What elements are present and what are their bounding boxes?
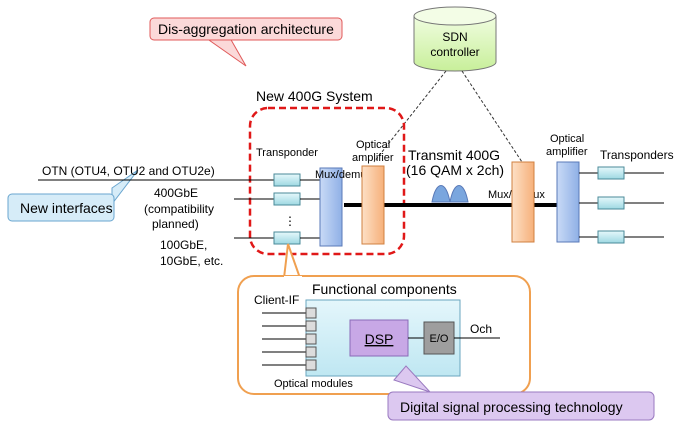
transponder-to-mux-lines — [300, 179, 320, 239]
gbe400-label-2: (compatibility — [144, 202, 214, 216]
callout-dsp-technology-text: Digital signal processing technology — [400, 399, 623, 415]
callout-disaggregation: Dis-aggregation architecture — [149, 17, 343, 67]
transmit-label-2: (16 QAM x 2ch) — [406, 162, 504, 178]
gbe400-label-3: planned) — [152, 217, 199, 231]
transponder-right-3 — [597, 230, 625, 244]
transponder-right-2 — [597, 196, 625, 210]
optical-amp-left — [361, 165, 385, 245]
sdn-label-line1: SDN — [442, 30, 467, 44]
eo-label: E/O — [430, 333, 449, 345]
transponder-400gbe — [273, 192, 301, 206]
mux-demux-left — [319, 167, 343, 247]
gbe100-label-1: 100GbE, — [160, 238, 207, 252]
sdn-label-line2: controller — [430, 45, 479, 59]
client-if-label: Client-IF — [254, 293, 299, 307]
sdn-controller: SDN controller — [413, 6, 497, 72]
mux-demux-right — [511, 161, 535, 243]
callout-disaggregation-text: Dis-aggregation architecture — [158, 21, 334, 37]
sdn-control-lines — [373, 70, 523, 163]
right-transponders — [597, 166, 625, 244]
optical-amp-left-label-1: Optical — [356, 139, 390, 151]
client-lines — [38, 179, 274, 239]
callout-new-interfaces-text: New interfaces — [20, 200, 113, 216]
system-title: New 400G System — [256, 88, 373, 104]
otn-label: OTN (OTU4, OTU2 and OTU2e) — [42, 164, 215, 178]
transponder-label: Transponder — [256, 147, 318, 159]
optical-amp-right-label-2: amplifier — [546, 146, 588, 158]
functional-title: Functional components — [312, 281, 457, 297]
optical-amp-left-label-2: amplifier — [352, 152, 394, 164]
optical-module-ports — [305, 307, 317, 371]
gbe400-label-1: 400GbE — [154, 186, 198, 200]
transponder-ellipsis: ⋮ — [284, 214, 296, 228]
transmit-label-1: Transmit 400G — [408, 147, 500, 163]
mux-demux-left-label: Mux/demux — [315, 169, 372, 181]
transponders-right-label: Transponders — [600, 148, 674, 162]
transponder-right-1 — [597, 166, 625, 180]
och-label: Och — [470, 322, 492, 336]
system-boundary — [248, 106, 406, 256]
right-transponder-lines — [579, 172, 664, 238]
transponder-100gbe — [273, 231, 301, 245]
optical-modules-label: Optical modules — [274, 378, 353, 390]
optical-amp-right — [556, 161, 580, 243]
optical-amp-right-label-1: Optical — [550, 133, 584, 145]
gbe100-label-2: 10GbE, etc. — [160, 254, 223, 268]
dsp-label: DSP — [365, 331, 394, 347]
callout-new-interfaces: New interfaces — [7, 169, 139, 222]
functional-callout: Functional components Client-IF DSP E/O … — [237, 243, 531, 395]
transponder-otn — [273, 173, 301, 187]
client-if-lines — [262, 312, 306, 366]
left-transponders: ⋮ — [273, 173, 301, 245]
spectrum-2ch-icon — [431, 185, 469, 203]
callout-dsp-technology: Digital signal processing technology — [387, 365, 655, 421]
